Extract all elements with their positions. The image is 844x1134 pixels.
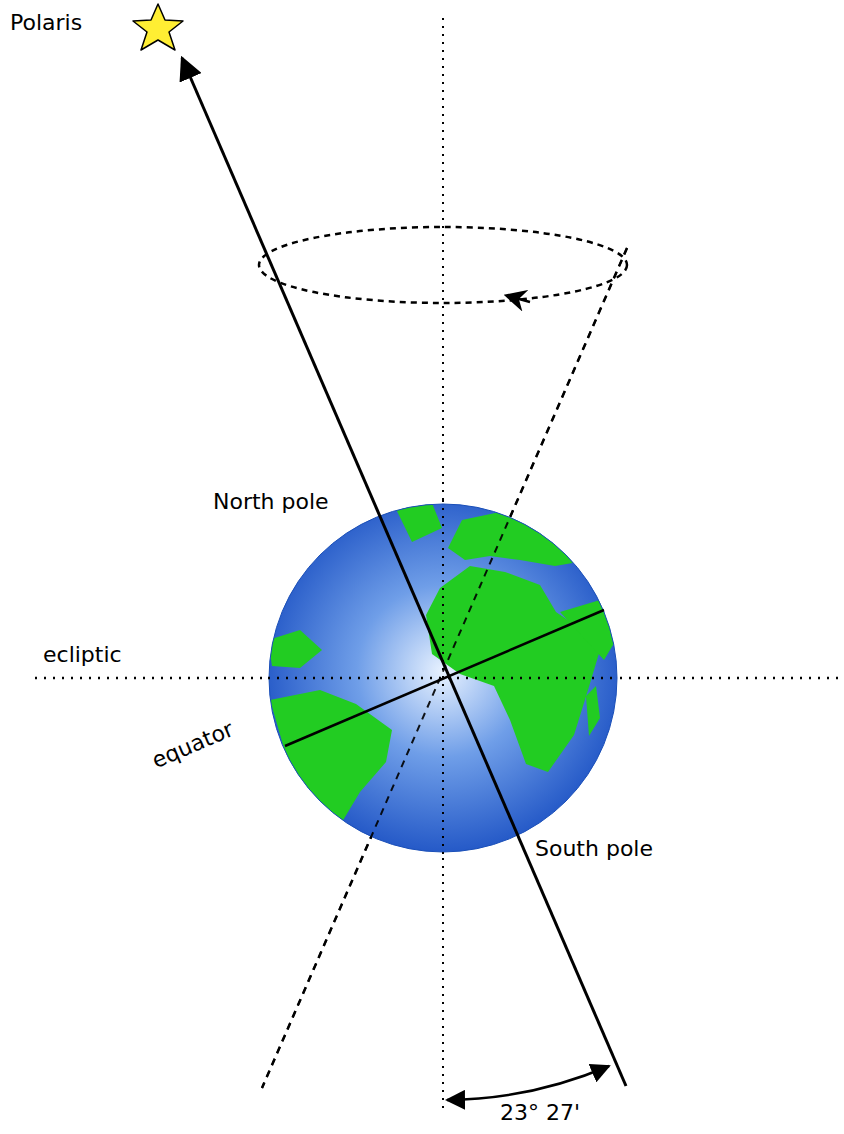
vertical-reference-line (442, 18, 444, 1112)
angle-label: 23° 27' (497, 1100, 583, 1125)
line-label: ecliptic (40, 642, 125, 667)
earth-globe (268, 503, 622, 856)
polaris-star (133, 4, 183, 50)
precession-arrow (508, 296, 530, 302)
pole-label: South pole (532, 836, 656, 861)
tilt-angle-arc (447, 1066, 609, 1100)
star-label: Polaris (10, 10, 82, 35)
precession-circle (259, 227, 627, 303)
line-label: equator (148, 716, 237, 773)
pole-label: North pole (210, 489, 332, 514)
rotation-axis (182, 58, 626, 1086)
